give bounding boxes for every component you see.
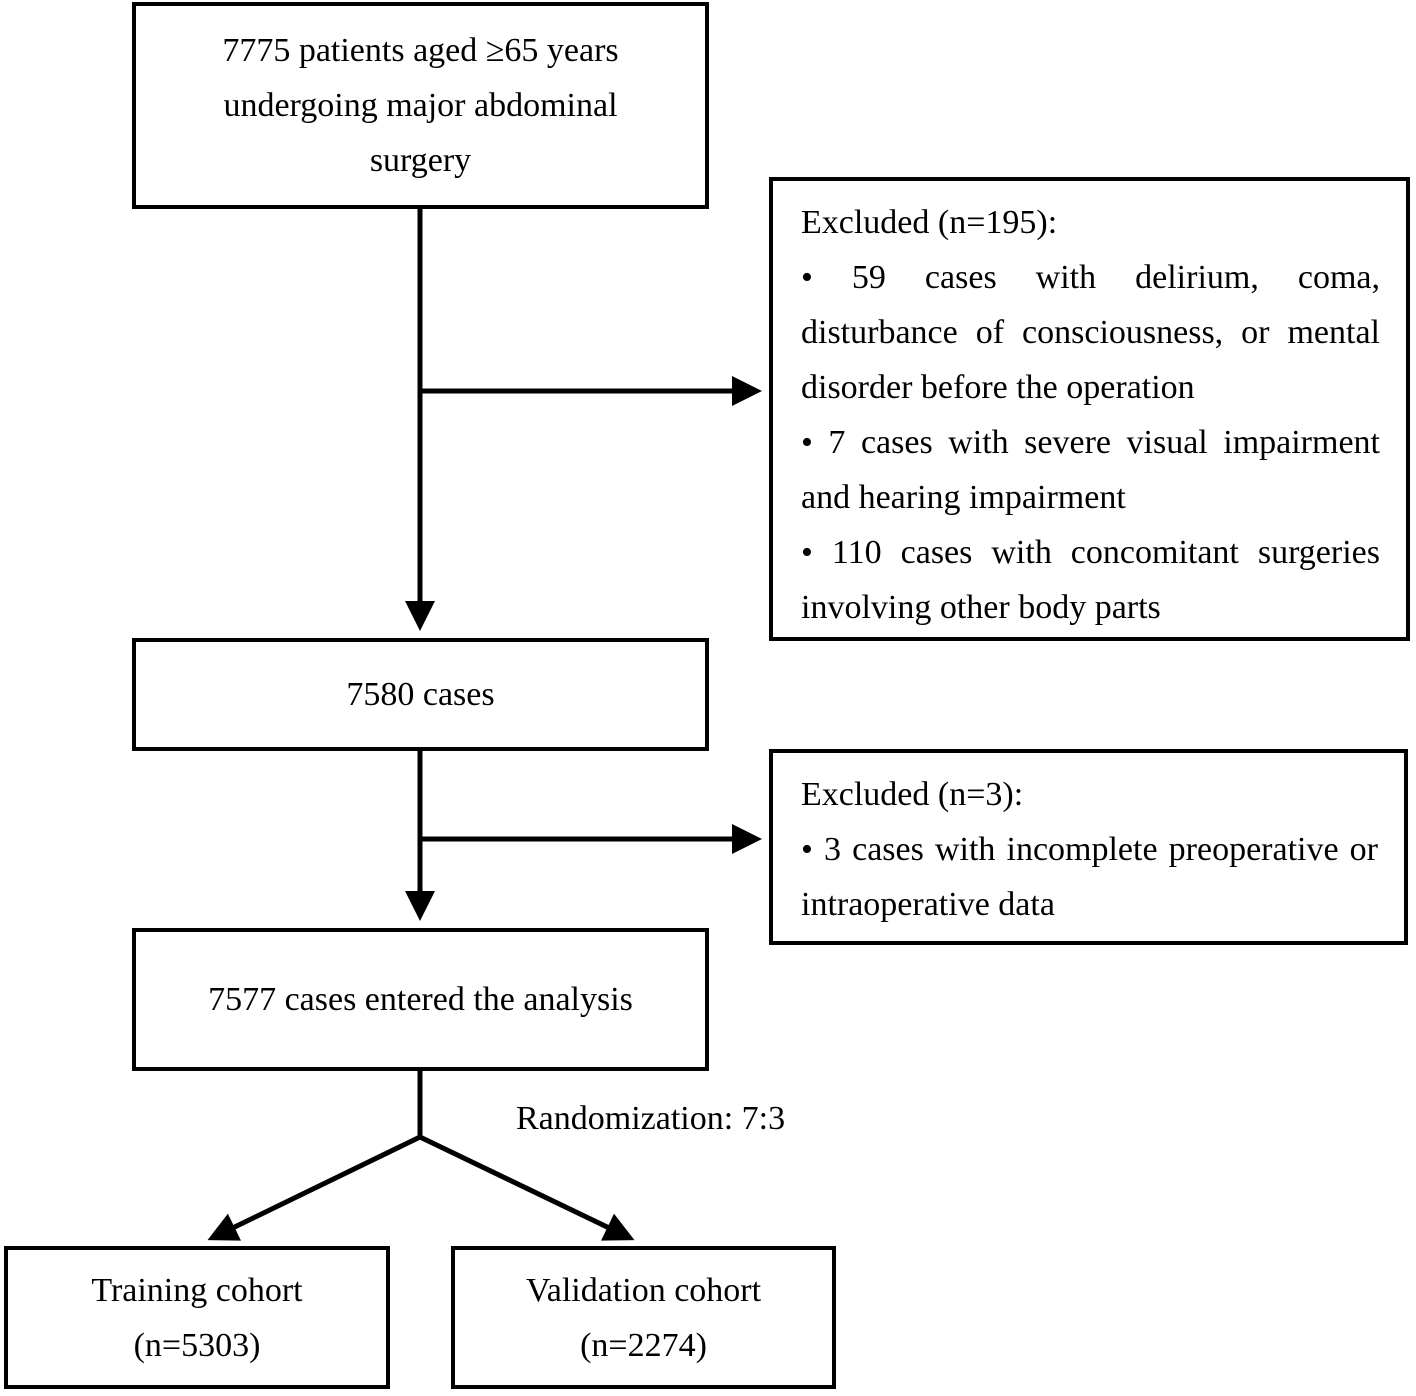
validation-n: (n=2274) (580, 1326, 707, 1364)
analysis-label: 7577 cases entered the analysis (208, 981, 633, 1018)
training-title: Training cohort (91, 1271, 303, 1309)
validation-title: Validation cohort (525, 1271, 762, 1309)
exclusion2-title: Excluded (n=3): (801, 776, 1024, 813)
initial-line-1: 7775 patients aged ≥65 years (222, 32, 619, 69)
cases-7580-label: 7580 cases (346, 676, 495, 713)
analysis-box: 7577 cases entered the analysis (132, 928, 709, 1071)
initial-line-3: surgery (369, 142, 472, 179)
exclusion2-box: Excluded (n=3): • 3 cases with incomplet… (769, 749, 1408, 945)
exclusion1-item: • 59 cases with delirium, coma, disturba… (801, 259, 1380, 406)
arrow-to-validation (418, 1134, 635, 1241)
initial-population-box: 7775 patients aged ≥65 years undergoing … (132, 2, 709, 209)
exclusion1-item: • 7 cases with severe visual impairment … (801, 424, 1380, 516)
validation-cohort-box: Validation cohort (n=2274) (451, 1246, 836, 1389)
exclusion1-item: • 110 cases with concomitant surgeries i… (801, 534, 1380, 626)
cases-7580-box: 7580 cases (132, 638, 709, 751)
initial-line-2: undergoing major abdominal (223, 87, 618, 124)
exclusion1-title: Excluded (n=195): (801, 204, 1058, 241)
exclusion2-item: • 3 cases with incomplete preoperative o… (801, 831, 1378, 923)
training-cohort-box: Training cohort (n=5303) (4, 1246, 390, 1389)
exclusion1-box: Excluded (n=195): • 59 cases with deliri… (769, 177, 1410, 641)
arrow-to-training (207, 1134, 422, 1241)
training-n: (n=5303) (133, 1326, 261, 1364)
randomization-label: Randomization: 7:3 (516, 1100, 786, 1137)
